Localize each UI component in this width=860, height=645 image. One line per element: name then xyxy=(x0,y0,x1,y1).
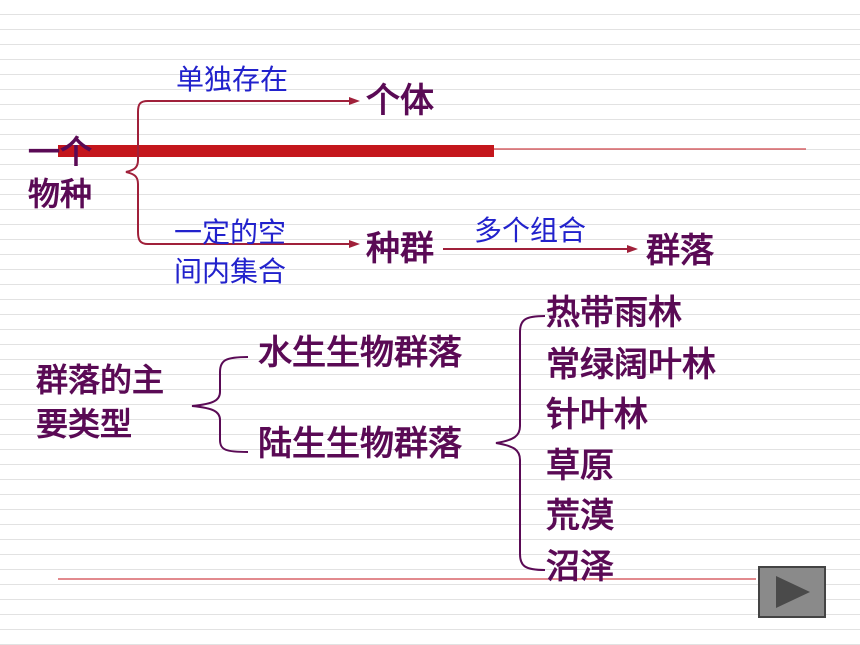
next-slide-button[interactable] xyxy=(758,566,826,618)
branch1-label: 单独存在 xyxy=(176,63,289,96)
branch2-label-line2: 间内集合 xyxy=(174,255,287,288)
community-label: 群落 xyxy=(646,231,714,271)
community-types-root-line1: 群落的主 xyxy=(36,361,165,399)
terrestrial-bracket xyxy=(495,315,546,571)
arrowhead-community xyxy=(627,245,638,253)
aquatic-community: 水生生物群落 xyxy=(258,333,462,373)
terrestrial-type-0: 热带雨林 xyxy=(546,293,682,333)
species-label-line1: 一个 xyxy=(28,133,93,171)
accent-bar xyxy=(58,145,494,157)
terrestrial-type-2: 针叶林 xyxy=(546,395,648,435)
terrestrial-type-1: 常绿阔叶林 xyxy=(546,345,716,385)
terrestrial-type-3: 草原 xyxy=(546,446,614,486)
step-label: 多个组合 xyxy=(474,214,587,247)
arrowhead-population xyxy=(349,240,360,248)
arrowhead-individual xyxy=(349,97,360,105)
types-bracket xyxy=(191,356,249,453)
population-label: 种群 xyxy=(366,229,434,269)
terrestrial-type-4: 荒漠 xyxy=(546,496,614,536)
community-types-root-line2: 要类型 xyxy=(36,405,133,443)
species-bracket xyxy=(125,100,149,245)
individual-label: 个体 xyxy=(366,81,434,121)
branch2-label-line1: 一定的空 xyxy=(174,216,287,249)
play-triangle-icon xyxy=(776,576,810,608)
terrestrial-community: 陆生生物群落 xyxy=(258,424,462,464)
terrestrial-type-5: 沼泽 xyxy=(546,547,614,587)
species-label-line2: 物种 xyxy=(28,175,93,213)
